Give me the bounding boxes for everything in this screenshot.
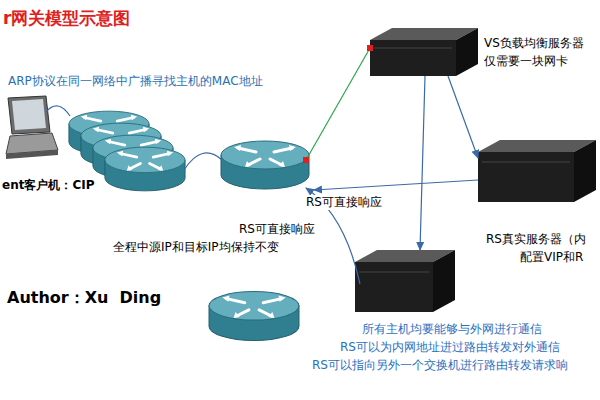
node-text: VS负载均衡服务器 xyxy=(484,36,584,51)
central-router xyxy=(221,141,309,189)
illustration-shape xyxy=(374,48,452,49)
illustration-shape xyxy=(478,152,574,202)
author-label: Author：Xu Ding xyxy=(6,288,162,308)
diagram-title: r网关模型示意图 xyxy=(2,8,131,29)
node-text: ent客户机：CIP xyxy=(2,178,94,193)
note-text: 全程中源IP和目标IP均保持不变 xyxy=(112,240,280,255)
rs-server-node: 所有主机均要能够与外网进行通信 RS可以为内网地址进过路由转发对外通信 RS可以指向… xyxy=(312,250,568,373)
connector-arrow xyxy=(420,76,425,250)
illustration-shape xyxy=(12,99,46,130)
node-text: RS真实服务器（内 xyxy=(486,232,586,247)
illustration-shape xyxy=(105,147,185,191)
illustration-shape xyxy=(6,150,58,159)
node-text: RS可以为内网地址进过路由转发对外通信 xyxy=(340,340,560,355)
node-text: 配置VIP和R xyxy=(520,250,583,265)
node-text: ARP协议在同一网络中广播寻找主机的MAC地址 xyxy=(8,74,263,89)
illustration-shape xyxy=(370,40,456,76)
router-stack-node: ARP协议在同一网络中广播寻找主机的MAC地址 xyxy=(8,74,263,194)
rs-server-icon xyxy=(355,250,455,312)
line-label: RS可直接响应 xyxy=(238,222,316,237)
switch-link xyxy=(184,153,222,170)
port-mark xyxy=(367,45,373,51)
illustration-shape xyxy=(433,250,455,312)
connector-arrow xyxy=(448,76,478,158)
node-text: 仅需要一块网卡 xyxy=(484,54,568,69)
vs-server-node: VS负载均衡服务器仅需要一块网卡 xyxy=(370,28,584,76)
illustration-shape xyxy=(456,28,478,76)
client-link xyxy=(46,106,70,116)
illustration-shape xyxy=(482,162,570,163)
illustration-shape xyxy=(355,262,433,312)
rs-server-icon xyxy=(478,140,596,202)
illustration-shape xyxy=(8,96,50,134)
vs-link xyxy=(306,48,370,160)
illustration-shape xyxy=(359,272,429,273)
rs-server-node: RS真实服务器（内配置VIP和R xyxy=(478,140,596,265)
node-text: 所有主机均要能够与外网进行通信 xyxy=(362,322,542,337)
vs-server-icon xyxy=(370,28,478,76)
bottom-router xyxy=(209,291,299,340)
response-line xyxy=(314,180,478,190)
node-text: RS可以指向另外一个交换机进行路由转发请求响 xyxy=(312,358,568,373)
port-mark xyxy=(303,157,309,163)
illustration-shape xyxy=(574,140,596,202)
line-label: RS可直接响应 xyxy=(305,195,383,210)
laptop-icon xyxy=(6,96,58,159)
client-node: ent客户机：CIP xyxy=(2,96,94,193)
